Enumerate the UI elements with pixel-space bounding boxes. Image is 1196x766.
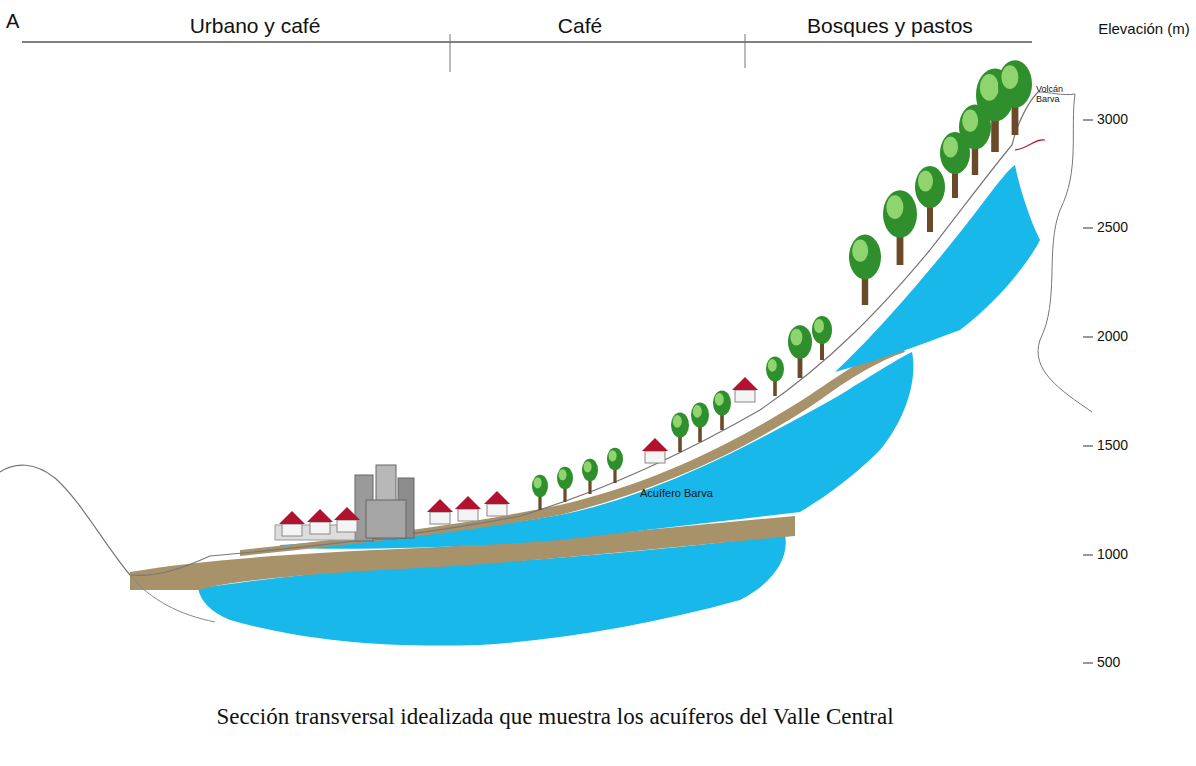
- axis-tick-label: 1500: [1097, 437, 1157, 453]
- volcano-label: Volcán Barva: [1036, 84, 1082, 105]
- axis-tick-label: 3000: [1097, 111, 1157, 127]
- axis-tick-label: 2500: [1097, 219, 1157, 235]
- section-letter: A: [6, 10, 26, 33]
- zone-label: Bosques y pastos: [770, 14, 1010, 38]
- zone-label: Café: [520, 14, 640, 38]
- axis-title: Elevación (m): [1096, 20, 1192, 37]
- zone-label: Urbano y café: [150, 14, 360, 38]
- axis-tick-label: 500: [1097, 654, 1157, 670]
- figure-caption: Sección transversal idealizada que muest…: [80, 704, 1030, 730]
- axis-tick-label: 2000: [1097, 328, 1157, 344]
- aquifer-label: Acuífero Barva: [640, 487, 760, 500]
- axis-tick-label: 1000: [1097, 546, 1157, 562]
